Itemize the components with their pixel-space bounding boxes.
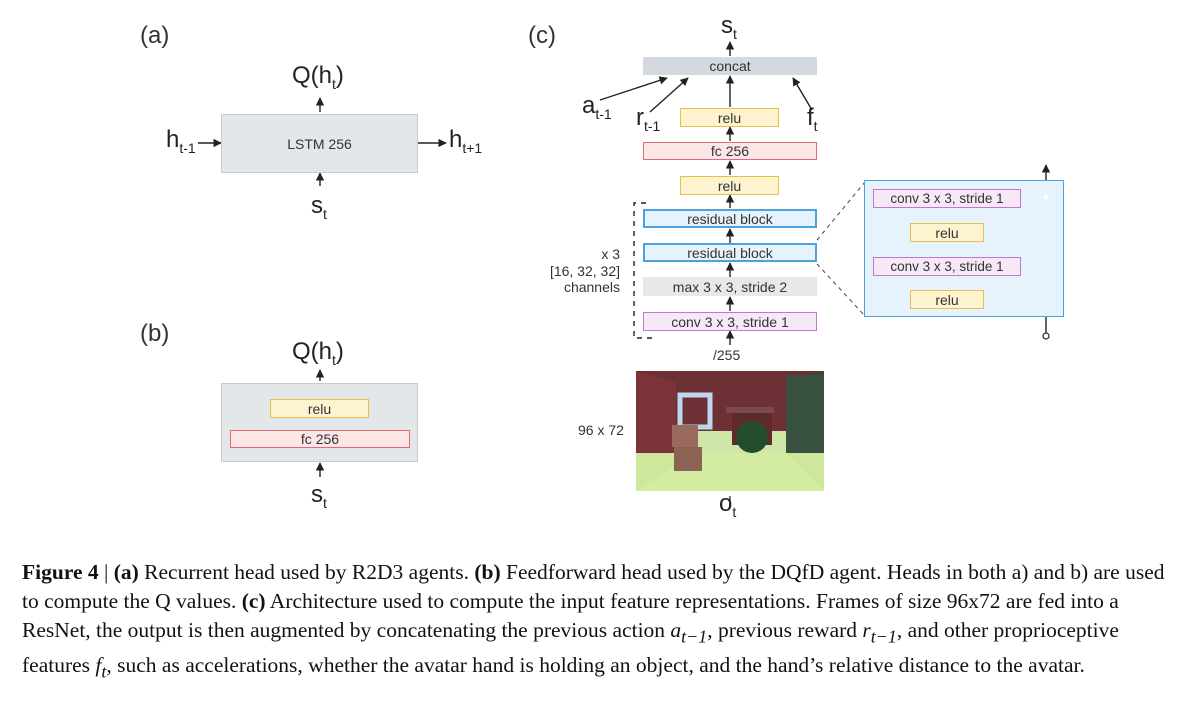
panel-a-s-label: st [311, 192, 327, 222]
channels-word: channels [563, 279, 620, 295]
lstm-box: LSTM 256 [221, 114, 418, 173]
panel-a-q-label: Q(ht) [292, 62, 344, 92]
input-node [1042, 332, 1050, 340]
panel-c-relu-mid: relu [680, 176, 779, 195]
panel-b-fc: fc 256 [230, 430, 410, 448]
detail-link-bottom [816, 263, 866, 317]
panel-a-label: (a) [140, 22, 170, 49]
observation-frame [636, 371, 824, 491]
caption-fig-number: Figure 4 [22, 560, 99, 584]
normalize-label: /255 [713, 347, 741, 363]
panel-c-relu-top: relu [680, 108, 779, 127]
detail-link-top [816, 181, 866, 241]
residual-block-2: residual block [643, 243, 817, 262]
concat-box: concat [643, 57, 817, 75]
panel-b-label: (b) [140, 320, 170, 347]
repeat-label: x 3 [601, 246, 620, 262]
panel-a-h-out: ht+1 [449, 126, 483, 156]
panel-b-q-label: Q(ht) [292, 338, 344, 368]
conv-box: conv 3 x 3, stride 1 [643, 312, 817, 331]
arrow-c-f [792, 77, 813, 111]
detail-relu-2: relu [910, 290, 984, 309]
detail-conv-2: conv 3 x 3, stride 1 [873, 257, 1021, 276]
residual-block-1: residual block [643, 209, 817, 228]
input-a-label: at-1 [582, 92, 612, 122]
feedforward-head-box [221, 383, 418, 462]
figure-caption: Figure 4 | (a) Recurrent head used by R2… [22, 560, 1165, 682]
detail-conv-1: conv 3 x 3, stride 1 [873, 189, 1021, 208]
maxpool-box: max 3 x 3, stride 2 [643, 277, 817, 296]
input-r-label: rt-1 [636, 104, 661, 134]
frame-size-label: 96 x 72 [578, 422, 624, 438]
panel-a-h-in: ht-1 [166, 126, 196, 156]
input-f-label: ft [807, 104, 818, 134]
panel-c-fc: fc 256 [643, 142, 817, 160]
panel-b-relu: relu [270, 399, 369, 418]
panel-c-o-label: ot [719, 490, 737, 520]
plus-icon: + [1041, 189, 1051, 205]
panel-c-s-top: st [721, 12, 737, 42]
panel-b-s-label: st [311, 481, 327, 511]
detail-relu-1: relu [910, 223, 984, 242]
arrow-c-a [599, 76, 668, 101]
panel-c-label: (c) [528, 22, 556, 49]
arrow-c-r [649, 77, 689, 113]
channels-list: [16, 32, 32] [549, 263, 620, 279]
